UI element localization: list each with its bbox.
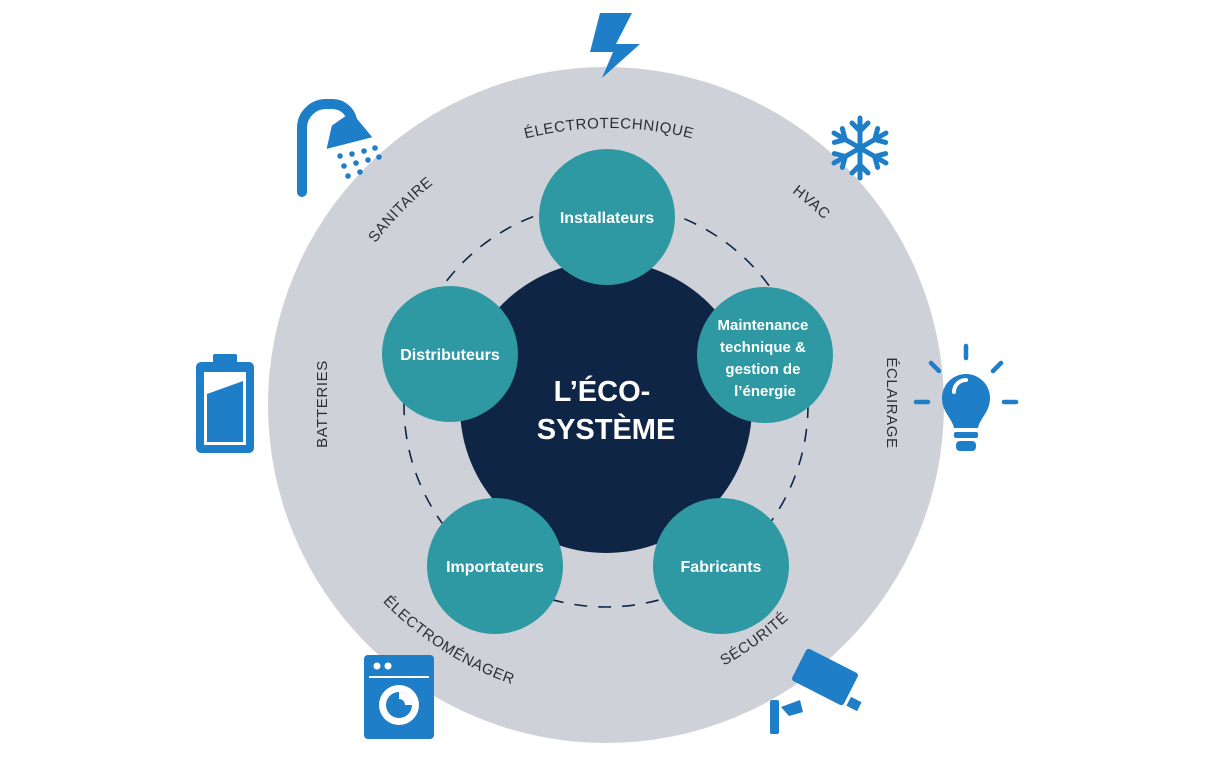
security-camera-icon	[770, 648, 862, 734]
svg-text:Fabricants: Fabricants	[681, 559, 762, 576]
node-importateurs: Importateurs	[427, 498, 563, 634]
node-maintenance-label-3: gestion de	[725, 361, 800, 378]
node-distributeurs-label: Distributeurs	[400, 347, 500, 364]
core-circle	[460, 261, 752, 553]
light-bulb-icon	[913, 343, 1019, 451]
node-maintenance-label-4: l’énergie	[734, 383, 796, 400]
core-title: L’ÉCO- SYSTÈME	[537, 374, 676, 446]
node-fabricants-label: Fabricants	[681, 559, 762, 576]
svg-text:Maintenance technique &: Maintenance technique & gestion de l’éne…	[717, 317, 812, 400]
node-installateurs-label: Installateurs	[560, 210, 654, 227]
node-maintenance: Maintenance technique & gestion de l’éne…	[697, 287, 833, 423]
shower-icon	[297, 99, 382, 197]
svg-text:Importateurs: Importateurs	[446, 559, 544, 576]
sector-label-eclairage: ÉCLAIRAGE	[883, 357, 900, 448]
node-importateurs-label: Importateurs	[446, 559, 544, 576]
core-title-line-2: SYSTÈME	[537, 412, 676, 446]
node-fabricants: Fabricants	[653, 498, 789, 634]
node-maintenance-label-1: Maintenance	[717, 317, 808, 334]
snowflake-icon	[830, 115, 890, 178]
sector-label-batteries: BATTERIES	[314, 360, 331, 448]
core-title-line-1: L’ÉCO-	[554, 374, 651, 408]
svg-text:Installateurs: Installateurs	[560, 210, 654, 227]
node-maintenance-label-2: technique &	[720, 339, 806, 356]
washing-machine-icon	[364, 655, 434, 739]
svg-text:Distributeurs: Distributeurs	[400, 347, 500, 364]
lightning-bolt-icon	[590, 13, 640, 78]
node-distributeurs: Distributeurs	[382, 286, 518, 422]
battery-icon	[196, 354, 254, 453]
node-installateurs: Installateurs	[539, 149, 675, 285]
